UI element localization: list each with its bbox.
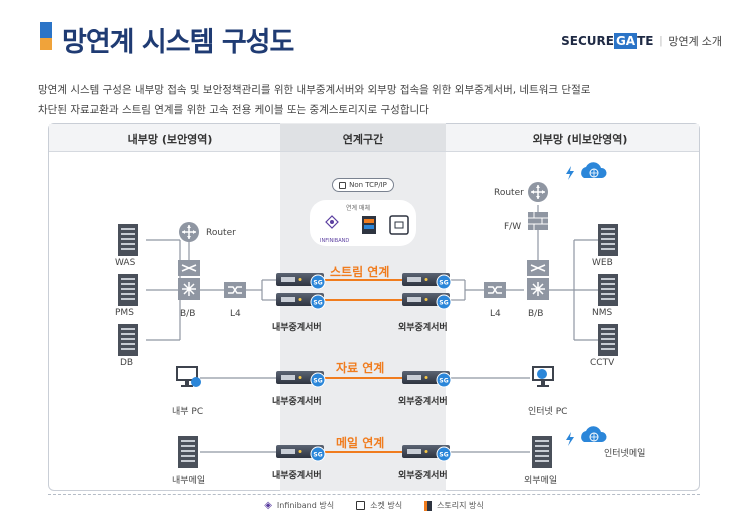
non-tcpip-badge: Non TCP/IP	[332, 178, 394, 192]
internet-mail-cloud-icon	[580, 425, 608, 443]
intro-line-1: 망연계 시스템 구성은 내부망 접속 및 보안정책관리를 위한 내부중계서버와 …	[38, 84, 591, 96]
mail-link-label: 메일 연계	[336, 436, 385, 450]
cctv-label: CCTV	[590, 358, 615, 368]
external-relay-label-1: 외부중계서버	[398, 323, 448, 333]
nms-label: NMS	[592, 308, 613, 318]
firewall-icon	[528, 212, 548, 230]
internal-router-icon	[178, 221, 200, 243]
data-link-label: 자료 연계	[336, 361, 385, 375]
stream-link-label: 스트림 연계	[330, 265, 390, 279]
pc-lock-icon	[191, 377, 201, 387]
pms-server-icon	[118, 274, 138, 306]
zone-header-middle	[280, 124, 446, 152]
internal-bb-switch-icon	[177, 277, 201, 301]
legend-socket: 소켓 방식	[356, 500, 402, 511]
legend-infiniband: ◈ Infiniband 방식	[264, 500, 335, 511]
internal-l4-icon	[223, 281, 247, 299]
zone-label-middle: 연계구간	[342, 133, 384, 146]
web-label: WEB	[592, 258, 613, 268]
external-relay-2-icon	[401, 292, 452, 310]
zone-label-internal: 내부망 (보안영역)	[127, 133, 213, 146]
external-l4-icon	[483, 281, 507, 299]
external-relay-data-icon	[401, 370, 452, 388]
intro-text: 망연계 시스템 구성은 내부망 접속 및 보안정책관리를 위한 내부중계서버와 …	[38, 80, 698, 120]
external-relay-1-icon	[401, 272, 452, 290]
infiniband-caption: INFINIBAND	[320, 238, 349, 244]
intro-line-2: 차단된 자료교환과 스트림 연계를 위한 고속 전용 케이블 또는 중계스토리지…	[38, 104, 429, 116]
internal-l4-label: L4	[230, 309, 241, 319]
internal-bb-switch-top-icon	[177, 259, 201, 277]
external-router-icon	[527, 181, 549, 203]
db-server-icon	[118, 324, 138, 356]
brand-subtitle: 망연계 소개	[668, 36, 722, 48]
cctv-server-icon	[598, 324, 618, 356]
external-bb-switch-top-icon	[526, 259, 550, 277]
internal-relay-mail-icon	[275, 444, 326, 462]
external-relay-label-2: 외부중계서버	[398, 397, 448, 407]
external-router-label: Router	[494, 188, 524, 198]
socket-icon	[389, 215, 409, 235]
lightning-icon	[566, 166, 574, 180]
title-accent	[40, 22, 52, 50]
legend-storage: 스토리지 방식	[424, 500, 484, 511]
storage-icon	[362, 216, 376, 234]
internal-relay-1-icon	[275, 272, 326, 290]
firewall-label: F/W	[504, 222, 522, 232]
internet-mail-label: 인터넷메일	[604, 449, 646, 459]
external-relay-label-3: 외부중계서버	[398, 471, 448, 481]
infiniband-icon	[325, 215, 339, 229]
external-l4-label: L4	[490, 309, 501, 319]
globe-icon	[537, 369, 547, 379]
db-label: DB	[120, 358, 134, 368]
internal-router-label: Router	[206, 228, 236, 238]
internal-relay-2-icon	[275, 292, 326, 310]
media-title: 연계 매체	[346, 205, 370, 212]
lightning-mail-icon	[566, 432, 574, 446]
internal-relay-label-1: 내부중계서버	[272, 323, 322, 333]
external-mail-server-icon	[532, 436, 552, 468]
zone-label-external: 외부망 (비보안영역)	[532, 133, 628, 146]
socket-legend-icon	[356, 501, 366, 510]
external-bb-label: B/B	[528, 309, 544, 319]
internal-relay-data-icon	[275, 370, 326, 388]
internal-mail-label: 내부메일	[172, 476, 206, 486]
nms-server-icon	[598, 274, 618, 306]
internal-relay-label-2: 내부중계서버	[272, 397, 322, 407]
internet-cloud-icon	[580, 161, 608, 179]
internal-relay-label-3: 내부중계서버	[272, 471, 322, 481]
was-label: WAS	[115, 258, 136, 268]
internal-bb-label: B/B	[180, 309, 196, 319]
lock-icon	[339, 181, 347, 189]
page-title: 망연계 시스템 구성도	[62, 27, 294, 58]
external-relay-mail-icon	[401, 444, 452, 462]
legend: ◈ Infiniband 방식 소켓 방식 스토리지 방식	[48, 494, 700, 514]
external-bb-switch-icon	[526, 277, 550, 301]
internal-pc-label: 내부 PC	[172, 407, 204, 417]
web-server-icon	[598, 224, 618, 256]
external-mail-label: 외부메일	[524, 476, 558, 486]
infiniband-legend-icon: ◈	[264, 500, 272, 511]
was-server-icon	[118, 224, 138, 256]
storage-legend-icon	[424, 500, 433, 511]
internet-pc-label: 인터넷 PC	[528, 407, 568, 417]
pms-label: PMS	[115, 308, 134, 318]
internal-mail-server-icon	[178, 436, 198, 468]
